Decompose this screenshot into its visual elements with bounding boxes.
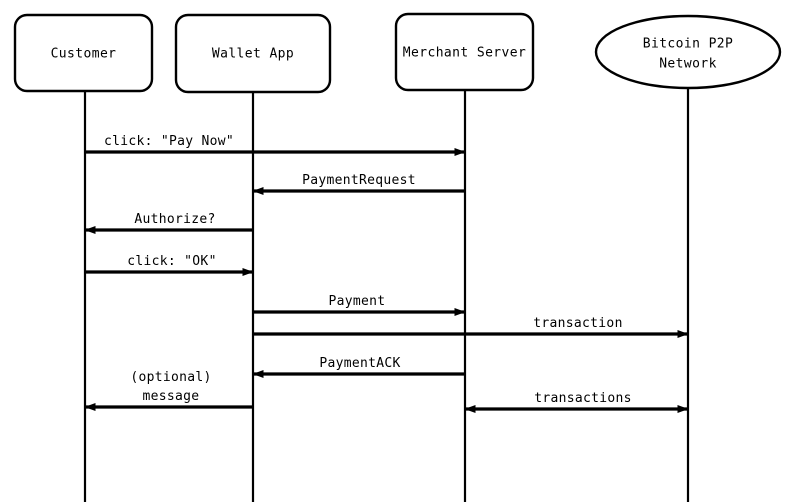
participant-wallet[interactable]: Wallet App bbox=[174, 13, 332, 94]
participant-network-label-line2: Network bbox=[659, 57, 717, 72]
message-optional-message-label-line1: (optional) bbox=[130, 370, 211, 385]
message-transactions[interactable]: transactions bbox=[464, 391, 689, 413]
participant-customer-label: Customer bbox=[51, 47, 117, 62]
message-click-pay-now[interactable]: click: "Pay Now" bbox=[85, 134, 466, 156]
participant-merchant[interactable]: Merchant Server bbox=[394, 12, 535, 92]
message-optional-message[interactable]: (optional) message bbox=[84, 370, 253, 411]
message-payment-label: Payment bbox=[329, 294, 386, 309]
participant-network-ellipse[interactable] bbox=[594, 14, 782, 90]
participant-customer[interactable]: Customer bbox=[13, 13, 154, 93]
participant-wallet-box[interactable] bbox=[174, 13, 332, 94]
message-payment-request[interactable]: PaymentRequest bbox=[252, 173, 465, 195]
participant-network-label-line1: Bitcoin P2P bbox=[643, 37, 734, 52]
message-authorize-label: Authorize? bbox=[134, 212, 215, 227]
message-transaction-label: transaction bbox=[533, 316, 622, 331]
participant-network[interactable]: Bitcoin P2P Network bbox=[594, 14, 782, 90]
message-click-ok[interactable]: click: "OK" bbox=[85, 254, 254, 276]
message-transactions-label: transactions bbox=[534, 391, 632, 406]
participant-wallet-label: Wallet App bbox=[212, 47, 294, 62]
participant-customer-box[interactable] bbox=[13, 13, 154, 93]
message-transaction[interactable]: transaction bbox=[253, 316, 689, 338]
message-payment-ack[interactable]: PaymentACK bbox=[252, 356, 465, 378]
message-click-ok-label: click: "OK" bbox=[127, 254, 216, 269]
message-authorize[interactable]: Authorize? bbox=[84, 212, 253, 234]
lifelines-group bbox=[83, 88, 690, 502]
message-payment-ack-label: PaymentACK bbox=[319, 356, 400, 371]
participant-merchant-label: Merchant Server bbox=[403, 46, 526, 61]
message-click-pay-now-label: click: "Pay Now" bbox=[104, 134, 234, 149]
message-payment[interactable]: Payment bbox=[253, 294, 466, 316]
message-optional-message-label-line2: message bbox=[143, 389, 200, 404]
participant-merchant-box[interactable] bbox=[394, 12, 535, 92]
message-payment-request-label: PaymentRequest bbox=[302, 173, 416, 188]
